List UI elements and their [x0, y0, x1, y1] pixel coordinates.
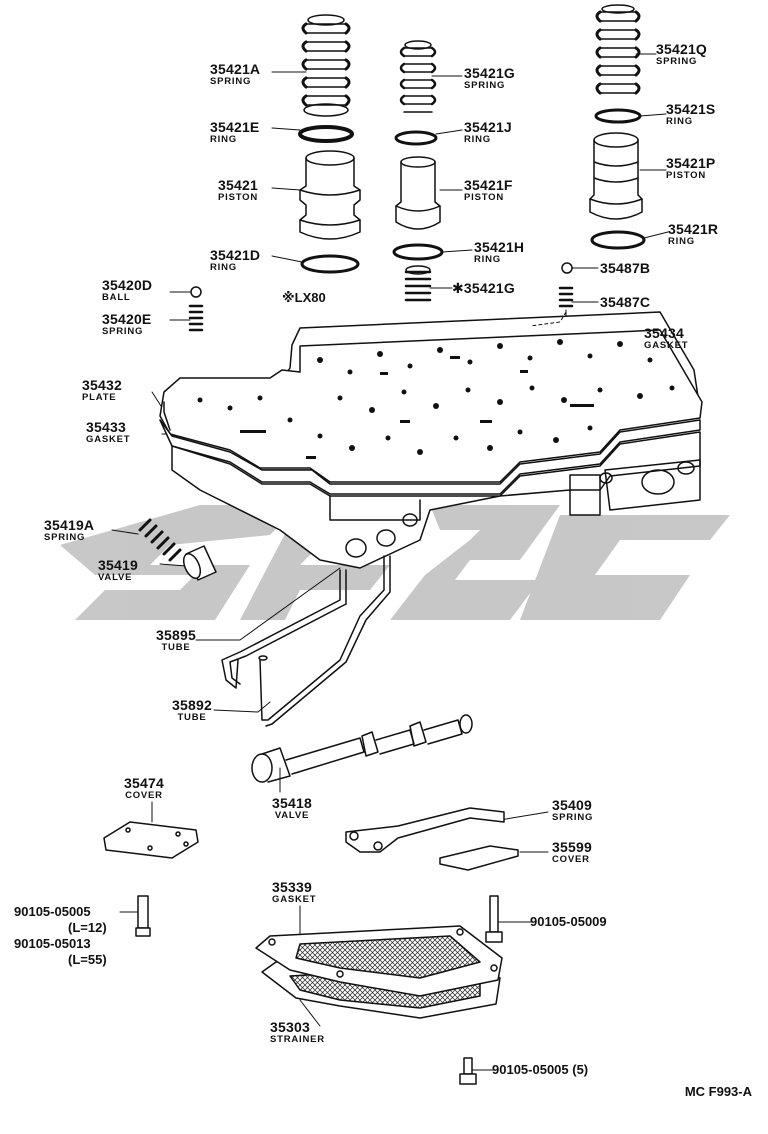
ring-35421s — [594, 108, 642, 124]
ring-35421r — [590, 230, 646, 250]
label-35421q: 35421Q SPRING — [656, 41, 708, 67]
ring-35421j — [394, 130, 438, 146]
label-90105-05005-x5: 90105-05005 (5) — [492, 1062, 589, 1077]
plate-holes — [197, 339, 675, 459]
label-35434: 35434 GASKET — [644, 325, 689, 351]
valve-body — [171, 431, 701, 569]
label-35892: 35892 TUBE — [172, 697, 212, 723]
label-35303: 35303 STRAINER — [270, 1019, 325, 1045]
label-35419a: 35419A SPRING — [44, 517, 95, 543]
piston-35421f — [395, 156, 441, 230]
piston-35421 — [299, 150, 361, 240]
valve-35419 — [182, 545, 217, 581]
label-35409: 35409 SPRING — [552, 797, 594, 823]
diagram-code: MC F993-A — [684, 1084, 752, 1099]
label-35421g-alt: ✱35421G — [452, 280, 515, 296]
label-35418: 35418 VALVE — [272, 795, 312, 821]
label-35487c: 35487C — [600, 294, 651, 310]
label-35599: 35599 COVER — [552, 839, 592, 865]
spring-35419a — [138, 518, 182, 562]
ring-35421e — [298, 125, 354, 143]
label-90105-05009: 90105-05009 — [530, 914, 607, 929]
tube-35895 — [221, 569, 347, 689]
label-35420e: 35420E SPRING — [102, 311, 152, 337]
ring-35421h — [392, 243, 444, 261]
spring-35487c — [558, 286, 574, 308]
bolt-90105-05005-x5 — [459, 1057, 477, 1085]
label-35421p: 35421P PISTON — [666, 155, 716, 181]
label-35419: 35419 VALVE — [98, 557, 138, 583]
label-l55: (L=55) — [68, 952, 107, 967]
spring-35421a — [301, 14, 351, 117]
label-35895: 35895 TUBE — [156, 627, 196, 653]
label-35487b: 35487B — [600, 260, 651, 276]
cover-35599 — [439, 845, 519, 871]
variant-note: ※LX80 — [282, 290, 326, 305]
ball-35420d — [190, 286, 202, 298]
label-35421e: 35421E RING — [210, 119, 260, 145]
label-35421a: 35421A SPRING — [210, 61, 261, 87]
label-35421: 35421 PISTON — [218, 177, 258, 203]
ball-35487b — [561, 262, 573, 274]
spring-35421q — [595, 4, 641, 95]
label-35432: 35432 PLATE — [82, 377, 122, 403]
label-35421f: 35421F PISTON — [464, 177, 513, 203]
label-35474: 35474 COVER — [124, 775, 164, 801]
tube-35892 — [258, 555, 391, 727]
spring-35421g-small — [404, 265, 432, 302]
spring-35409 — [345, 807, 505, 853]
plate-35432 — [159, 329, 703, 483]
connector-line — [529, 311, 567, 327]
label-35421h: 35421H RING — [474, 239, 525, 265]
label-l12: (L=12) — [68, 920, 107, 935]
leader-lines — [111, 53, 669, 1071]
label-35421r: 35421R RING — [668, 221, 719, 247]
label-35421s: 35421S RING — [666, 101, 716, 127]
label-35420d: 35420D BALL — [102, 277, 153, 303]
label-35421j: 35421J RING — [464, 119, 512, 145]
bolt-90105-05005 — [135, 895, 151, 937]
cover-35474 — [103, 821, 199, 859]
ring-35421d — [300, 254, 360, 274]
gasket-35433 — [159, 419, 701, 495]
gasket-35339 — [255, 925, 503, 997]
piston-35421p — [589, 132, 643, 220]
label-90105-05013: 90105-05013 — [14, 936, 91, 951]
label-35421d: 35421D RING — [210, 247, 261, 273]
spring-35420e — [188, 304, 204, 332]
label-90105-05005: 90105-05005 — [14, 904, 91, 919]
label-35339: 35339 GASKET — [272, 879, 317, 905]
bolt-90105-05009 — [485, 895, 503, 943]
label-35421g: 35421G SPRING — [464, 65, 516, 91]
spring-35421g — [399, 40, 437, 113]
label-35433: 35433 GASKET — [86, 419, 131, 445]
valve-35418 — [251, 714, 473, 783]
